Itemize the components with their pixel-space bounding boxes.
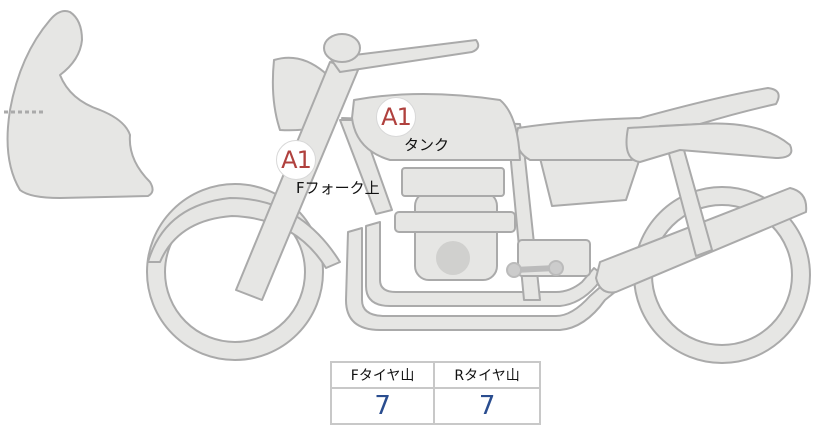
engine-case	[394, 211, 516, 233]
side-cover	[539, 157, 641, 207]
front-tire-tread-header: Fタイヤ山	[329, 361, 436, 389]
engine-head	[401, 167, 505, 197]
front-tire-tread-value: 7	[329, 387, 436, 425]
footpeg-knob-rear	[548, 260, 564, 276]
engine-cover	[436, 241, 470, 275]
rear-tire-tread-header: Rタイヤ山	[433, 361, 541, 389]
fairing-part	[6, 10, 154, 199]
mirror	[323, 33, 361, 63]
tank-damage-marker: A1	[376, 97, 416, 137]
rear-cowl	[625, 122, 793, 163]
handlebar	[329, 39, 480, 73]
rear-tire-tread-value: 7	[433, 387, 541, 425]
tire-tread-table: Fタイヤ山 Rタイヤ山 7 7	[329, 361, 541, 425]
front-fork-label: Fフォーク上	[296, 179, 380, 197]
tank-label: タンク	[404, 136, 450, 154]
footpeg-knob	[506, 262, 522, 278]
front-fork-damage-marker: A1	[276, 140, 316, 180]
